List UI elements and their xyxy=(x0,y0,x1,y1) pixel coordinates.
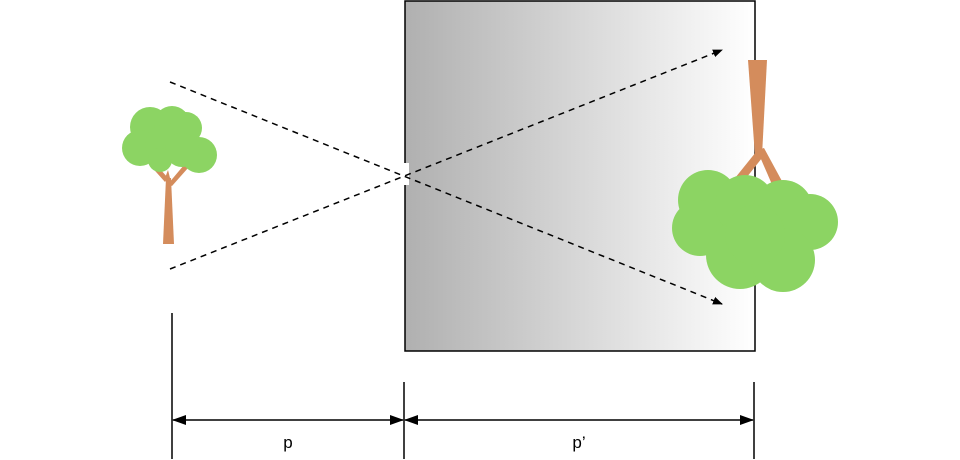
upright-tree-icon xyxy=(122,106,217,244)
image-distance-label: p’ xyxy=(572,433,585,452)
light-rays xyxy=(169,49,723,305)
inverted-tree-icon xyxy=(672,60,838,292)
object-distance-label: p xyxy=(283,433,292,452)
ray-top-to-bottom xyxy=(169,81,723,305)
pinhole xyxy=(401,163,409,185)
